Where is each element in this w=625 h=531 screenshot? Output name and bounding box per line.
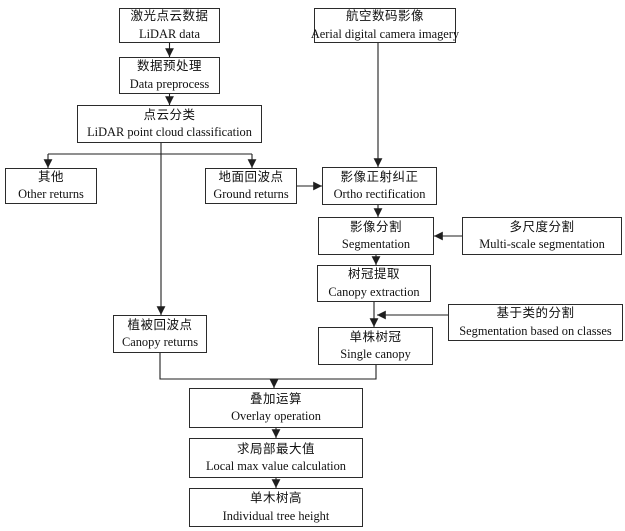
node-lidar-data-label-cn: 激光点云数据 xyxy=(130,9,209,24)
node-overlay-operation-label-cn: 叠加运算 xyxy=(249,391,302,406)
node-point-cloud-classification: 点云分类 LiDAR point cloud classification xyxy=(77,105,262,143)
node-canopy-returns-label-cn: 植被回波点 xyxy=(127,317,193,332)
node-ortho-rectification: 影像正射纠正 Ortho rectification xyxy=(322,167,437,205)
node-canopy-returns: 植被回波点 Canopy returns xyxy=(113,315,207,353)
node-point-cloud-classification-label-en: LiDAR point cloud classification xyxy=(87,125,252,140)
node-segmentation-label-cn: 影像分割 xyxy=(349,219,402,234)
node-multi-scale-segmentation: 多尺度分割 Multi-scale segmentation xyxy=(462,217,622,255)
node-single-canopy: 单株树冠 Single canopy xyxy=(318,327,433,365)
node-segmentation: 影像分割 Segmentation xyxy=(318,217,434,255)
node-local-max-value-label-en: Local max value calculation xyxy=(205,459,347,474)
node-ground-returns: 地面回波点 Ground returns xyxy=(205,168,297,204)
node-ground-returns-label-en: Ground returns xyxy=(213,187,289,202)
node-lidar-data-label-en: LiDAR data xyxy=(139,26,200,41)
node-individual-tree-height: 单木树高 Individual tree height xyxy=(189,488,363,527)
node-single-canopy-label-en: Single canopy xyxy=(340,347,411,362)
node-ground-returns-label-cn: 地面回波点 xyxy=(218,169,284,184)
node-canopy-extraction-label-cn: 树冠提取 xyxy=(347,267,400,282)
node-segmentation-based-on-classes-label-en: Segmentation based on classes xyxy=(459,323,612,338)
node-data-preprocess-label-cn: 数据预处理 xyxy=(136,59,202,74)
node-other-returns-label-en: Other returns xyxy=(18,187,84,202)
node-local-max-value: 求局部最大值 Local max value calculation xyxy=(189,438,363,478)
node-ortho-rectification-label-en: Ortho rectification xyxy=(333,187,426,202)
node-other-returns: 其他 Other returns xyxy=(5,168,97,204)
node-segmentation-based-on-classes: 基于类的分割 Segmentation based on classes xyxy=(448,304,623,341)
node-data-preprocess: 数据预处理 Data preprocess xyxy=(119,57,220,94)
node-multi-scale-segmentation-label-en: Multi-scale segmentation xyxy=(479,237,605,252)
node-aerial-imagery: 航空数码影像 Aerial digital camera imagery xyxy=(310,8,460,43)
node-data-preprocess-label-en: Data preprocess xyxy=(129,76,210,91)
node-multi-scale-segmentation-label-cn: 多尺度分割 xyxy=(509,219,575,234)
node-overlay-operation-label-en: Overlay operation xyxy=(231,409,321,424)
node-segmentation-based-on-classes-label-cn: 基于类的分割 xyxy=(496,306,575,321)
node-canopy-extraction: 树冠提取 Canopy extraction xyxy=(317,265,431,302)
node-individual-tree-height-label-en: Individual tree height xyxy=(222,508,330,523)
node-lidar-data: 激光点云数据 LiDAR data xyxy=(119,8,220,43)
node-canopy-returns-label-en: Canopy returns xyxy=(121,335,199,350)
node-segmentation-label-en: Segmentation xyxy=(341,237,411,252)
node-other-returns-label-cn: 其他 xyxy=(37,169,64,184)
node-local-max-value-label-cn: 求局部最大值 xyxy=(236,441,315,456)
node-overlay-operation: 叠加运算 Overlay operation xyxy=(189,388,363,428)
node-canopy-extraction-label-en: Canopy extraction xyxy=(328,284,420,299)
node-aerial-imagery-label-en: Aerial digital camera imagery xyxy=(310,26,460,41)
node-individual-tree-height-label-cn: 单木树高 xyxy=(249,491,302,506)
node-point-cloud-classification-label-cn: 点云分类 xyxy=(143,107,196,122)
node-aerial-imagery-label-cn: 航空数码影像 xyxy=(345,9,424,24)
node-single-canopy-label-cn: 单株树冠 xyxy=(349,329,402,344)
node-ortho-rectification-label-cn: 影像正射纠正 xyxy=(340,169,419,184)
